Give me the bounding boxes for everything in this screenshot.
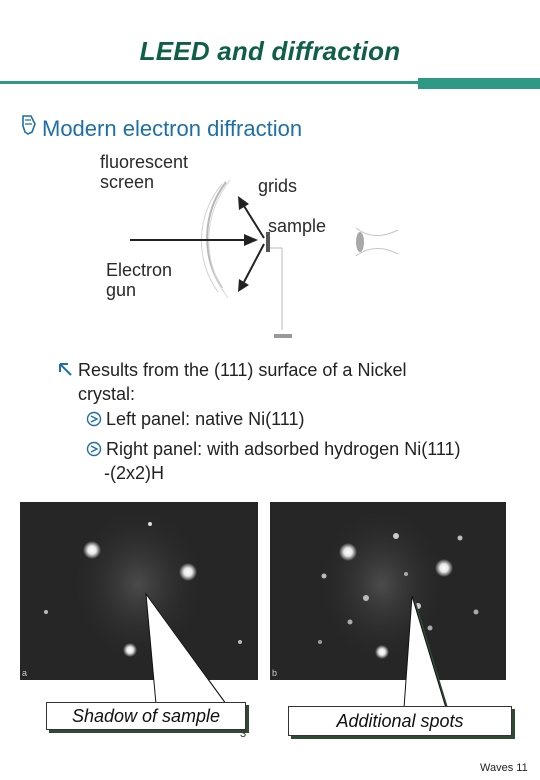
panel-label-b: b bbox=[272, 668, 277, 678]
callout-spots-text: Additional spots bbox=[336, 711, 464, 731]
panel-divider bbox=[258, 502, 270, 680]
diffracted-arrowhead-up bbox=[238, 196, 249, 210]
sub-bullet-left-panel: Left panel: native Ni(111) bbox=[86, 409, 304, 430]
callout-shadow-wedge bbox=[145, 592, 227, 705]
rule-thin-line bbox=[0, 81, 540, 84]
results-line-1: Results from the (111) surface of a Nick… bbox=[58, 358, 528, 382]
sample-plate bbox=[266, 232, 270, 252]
beam-arrowhead bbox=[244, 234, 258, 246]
callout-additional-spots: Additional spots bbox=[288, 706, 512, 736]
label-fluorescent-screen: fluorescent screen bbox=[100, 152, 188, 192]
footer-text: Waves 11 bbox=[480, 762, 528, 774]
holder-base bbox=[274, 334, 292, 338]
callout-spots-wedge bbox=[403, 595, 447, 709]
label-screen-line1: fluorescent bbox=[100, 152, 189, 172]
leed-panel-native: a bbox=[20, 502, 258, 680]
grid-arc-2 bbox=[208, 179, 231, 299]
results-paragraph: Results from the (111) surface of a Nick… bbox=[58, 358, 528, 406]
results-line-2: crystal: bbox=[78, 384, 136, 404]
diffracted-beam-up bbox=[243, 205, 265, 239]
results-text-1: Results from the (111) surface of a Nick… bbox=[78, 360, 407, 380]
pointing-hand-icon bbox=[20, 114, 42, 142]
label-sample: sample bbox=[268, 216, 327, 236]
label-electron-gun: Electron gun bbox=[106, 260, 172, 300]
slide-title: LEED and diffraction bbox=[139, 36, 401, 66]
page-number: 3 bbox=[240, 728, 247, 740]
callout-shadow-of-sample: Shadow of sample bbox=[46, 702, 246, 730]
bullet-modern-diffraction: Modern electron diffraction bbox=[20, 114, 302, 142]
label-screen-line2: screen bbox=[100, 172, 155, 192]
sub1-text: Left panel: native Ni(111) bbox=[106, 409, 305, 429]
bullet-text: Modern electron diffraction bbox=[42, 116, 303, 141]
circle-arrow-icon bbox=[86, 411, 106, 427]
eye-icon bbox=[355, 227, 399, 257]
arrow-nw-icon bbox=[58, 358, 78, 382]
leed-apparatus-diagram bbox=[130, 179, 399, 338]
label-gun-line1: Electron bbox=[106, 260, 173, 280]
sub2-text: Right panel: with adsorbed hydrogen Ni(1… bbox=[106, 439, 461, 459]
title-rule bbox=[0, 78, 540, 89]
grid-arc-1 bbox=[200, 183, 223, 293]
sub-bullet-right-panel: Right panel: with adsorbed hydrogen Ni(1… bbox=[86, 439, 461, 460]
panel-label-a: a bbox=[22, 668, 27, 678]
circle-arrow-icon bbox=[86, 441, 106, 457]
rule-thick-bar bbox=[418, 78, 540, 89]
label-gun-line2: gun bbox=[106, 280, 137, 300]
diffracted-beam-down bbox=[243, 243, 265, 283]
callout-shadow-text: Shadow of sample bbox=[71, 706, 221, 726]
diffracted-arrowhead-down bbox=[238, 279, 249, 292]
label-grids: grids bbox=[258, 176, 298, 196]
sub2-continuation: -(2x2)H bbox=[104, 463, 165, 483]
